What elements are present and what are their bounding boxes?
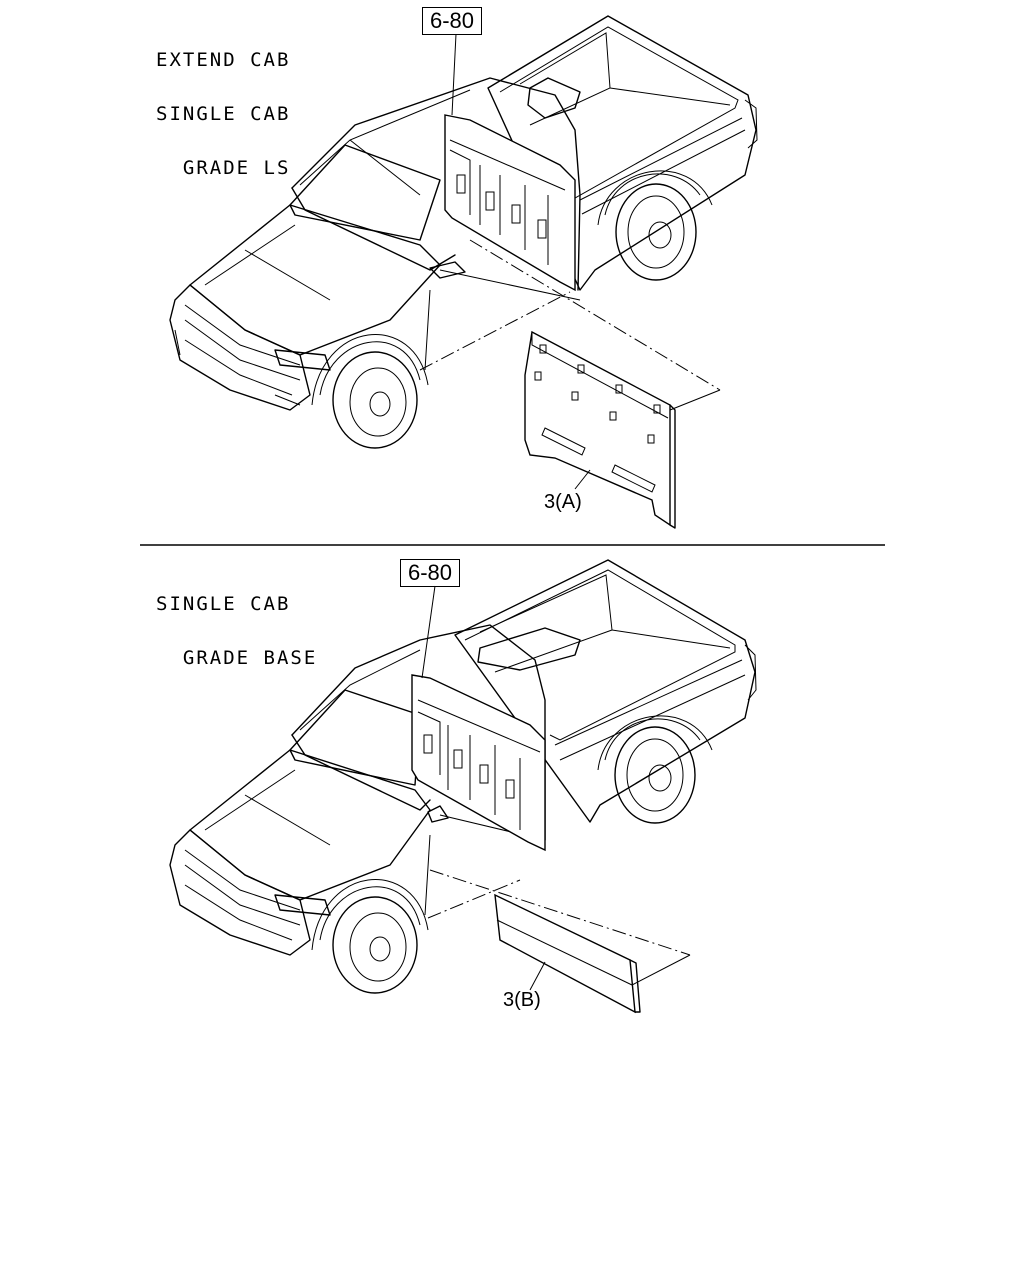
top-ref-box[interactable]: 6-80 xyxy=(422,7,483,35)
top-panel-label: EXTEND CAB SINGLE CAB GRADE LS xyxy=(156,15,290,195)
top-part-callout: 3(A) xyxy=(544,491,582,513)
top-label-line-3: GRADE LS xyxy=(156,157,291,179)
part-3b-trim-strip xyxy=(494,893,691,1014)
top-label-line-1: EXTEND CAB xyxy=(156,49,291,71)
bottom-panel-label: SINGLE CAB GRADE BASE xyxy=(156,559,317,685)
top-label-line-2: SINGLE CAB xyxy=(156,103,291,125)
bottom-ref-box[interactable]: 6-80 xyxy=(400,559,461,587)
bottom-label-line-1: SINGLE CAB xyxy=(156,593,291,615)
part-3a-trim-panel xyxy=(524,330,721,529)
bottom-label-line-2: GRADE BASE xyxy=(156,647,318,669)
bottom-truck-drawing xyxy=(169,559,757,994)
bottom-part-callout: 3(B) xyxy=(503,989,541,1011)
top-truck-drawing xyxy=(169,15,758,449)
